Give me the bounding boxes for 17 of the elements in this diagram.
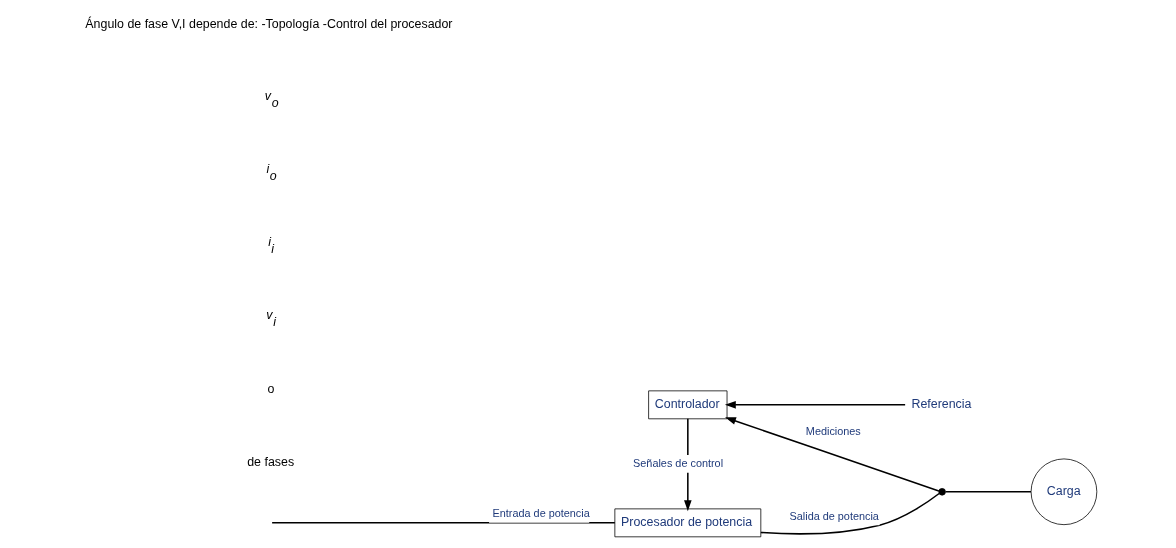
edge-label: Salida de potencia [789,509,879,522]
connector [760,492,940,535]
node-text: Referencia [911,396,972,411]
connector [944,491,1032,493]
label: o [267,382,275,397]
node-circle: Carga [1030,458,1098,526]
node-circle [938,488,946,496]
edge-label: Señales de control [633,457,724,470]
node-box: Procesador de potencia [614,508,762,538]
label: Ángulo de fase V,I depende de: -Topología -Control del procesador [85,17,453,32]
label: de fases [247,455,295,470]
edge-label: Mediciones [805,424,861,437]
edge-label: Entrada de potencia [492,507,590,520]
node-box: Controlador [648,390,728,420]
connector [271,522,616,524]
arrow [724,401,906,409]
arrow [725,417,940,492]
